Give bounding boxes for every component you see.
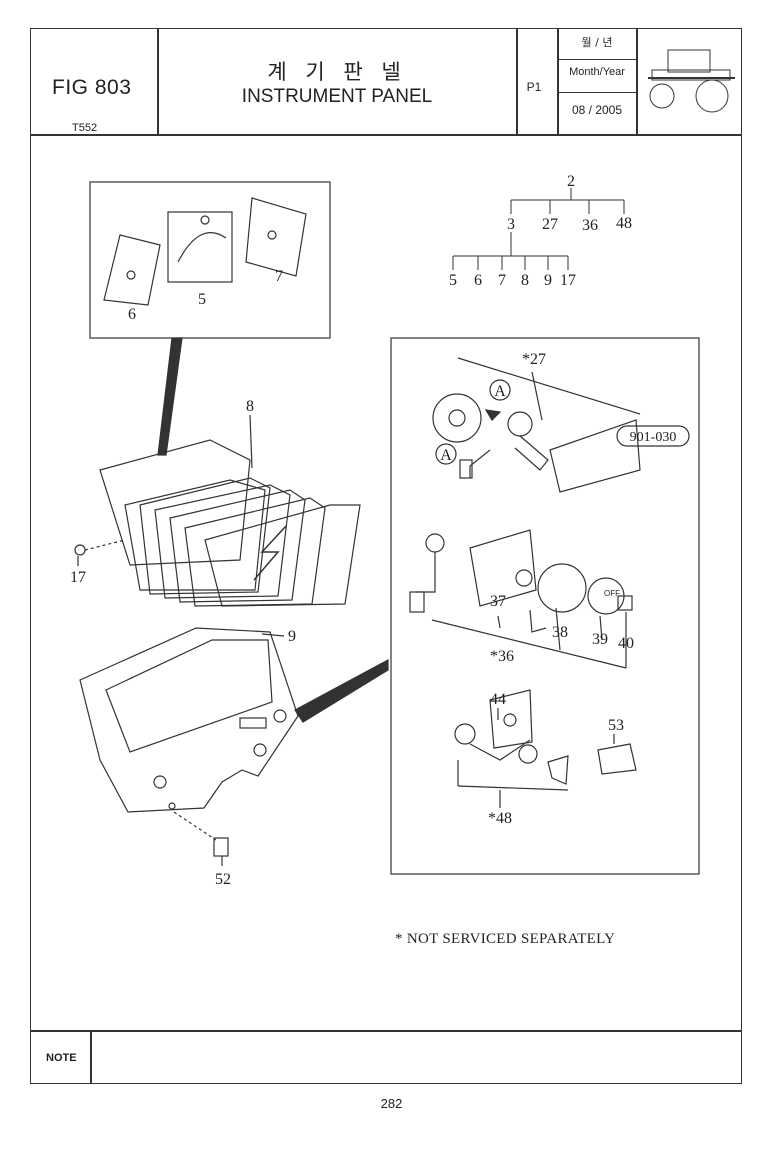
label-38: 38 <box>552 624 568 641</box>
label-9: 9 <box>288 628 296 645</box>
header-col-3 <box>557 28 559 135</box>
model-code: T552 <box>72 122 98 134</box>
tree-l2-4: 9 <box>544 272 552 289</box>
note-divider <box>30 1030 742 1032</box>
switch-36-group <box>409 529 633 669</box>
label-5: 5 <box>198 291 206 308</box>
tree-l1-2: 36 <box>582 217 598 234</box>
gauge-inset <box>89 181 331 339</box>
label-17: 17 <box>70 569 86 586</box>
tree-l2-5: 17 <box>560 272 576 289</box>
label-6: 6 <box>128 306 136 323</box>
tree-l1-0: 3 <box>507 216 515 233</box>
month-year-korean: 월 / 년 <box>581 36 613 49</box>
bulb-part <box>74 539 126 566</box>
header-col-2 <box>516 28 518 135</box>
month-divider-1 <box>557 59 637 60</box>
label-8: 8 <box>246 398 254 415</box>
month-divider-2 <box>557 92 637 93</box>
callout-wedge-top <box>157 337 183 456</box>
label-53: 53 <box>608 717 624 734</box>
title-korean: 계 기 판 넬 <box>267 60 407 84</box>
label-off: OFF <box>604 589 620 598</box>
detail-box <box>390 337 700 875</box>
tree-top-label: 2 <box>567 173 575 190</box>
note-col <box>90 1030 92 1084</box>
parts-tree <box>452 188 625 270</box>
label-901-030: 901-030 <box>630 430 677 445</box>
tree-l1-1: 27 <box>542 216 558 233</box>
leader-8 <box>249 414 253 469</box>
cluster-exploded <box>99 439 361 607</box>
month-year-value: 08 / 2005 <box>571 103 623 117</box>
label-44: 44 <box>490 691 506 708</box>
tree-l2-0: 5 <box>449 272 457 289</box>
tree-l1-3: 48 <box>616 215 632 232</box>
label-7: 7 <box>275 268 283 285</box>
screw-part <box>173 811 229 866</box>
bezel-part <box>79 627 299 813</box>
page-number: 282 <box>380 1096 403 1111</box>
switch-27-group <box>432 357 690 493</box>
note-label: NOTE <box>46 1052 77 1064</box>
tree-l2-3: 8 <box>521 272 529 289</box>
month-year-label: Month/Year <box>569 66 625 78</box>
header-col-4 <box>636 28 638 135</box>
callout-wedge-bezel <box>294 658 389 723</box>
tree-l2-2: 7 <box>498 272 506 289</box>
label-a-2: A <box>440 447 452 464</box>
label-52: 52 <box>215 871 231 888</box>
tractor-icon <box>648 49 735 113</box>
label-27: *27 <box>522 351 546 368</box>
tree-l2-1: 6 <box>474 272 482 289</box>
page-frame <box>30 28 742 1084</box>
label-a-1: A <box>494 383 506 400</box>
header-col-1 <box>157 28 159 135</box>
title-english: INSTRUMENT PANEL <box>241 86 433 107</box>
footnote: * NOT SERVICED SEPARATELY <box>395 931 616 947</box>
label-40: 40 <box>618 635 634 652</box>
label-39: 39 <box>592 631 608 648</box>
label-37: 37 <box>490 593 506 610</box>
header-divider <box>30 134 742 136</box>
label-48: *48 <box>488 810 512 827</box>
figure-number: FIG 803 <box>52 76 132 99</box>
switch-48-group <box>454 689 637 808</box>
label-36: *36 <box>490 648 514 665</box>
page-code: P1 <box>526 80 542 94</box>
